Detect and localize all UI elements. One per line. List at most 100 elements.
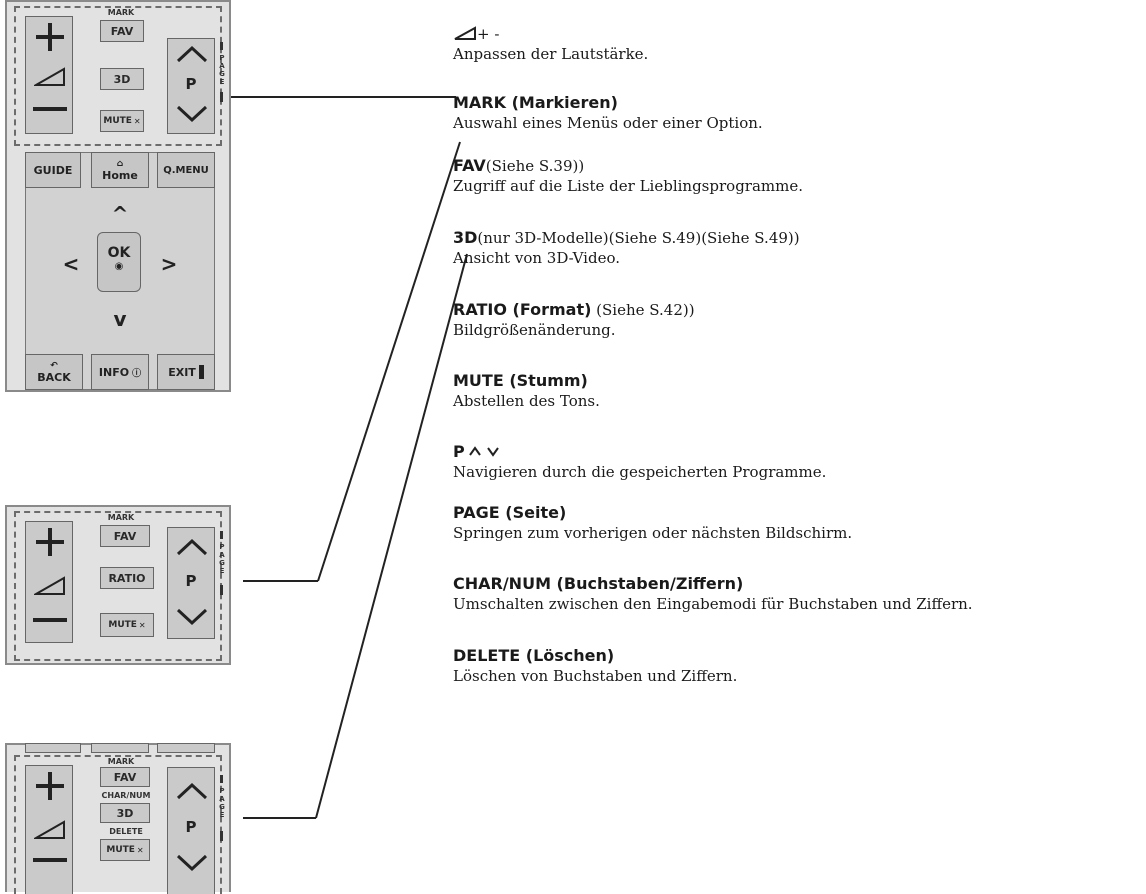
- program-button[interactable]: P: [167, 527, 215, 639]
- chevron-down-icon: [176, 854, 208, 872]
- 3d-button[interactable]: 3D: [100, 803, 150, 823]
- ok-label: OK: [107, 245, 131, 261]
- minus-icon: [33, 858, 67, 862]
- info-button[interactable]: INFO ⓘ: [91, 354, 149, 390]
- ratio-page-ref: (Siehe S.42)): [591, 301, 695, 319]
- program-description: Navigieren durch die gespeicherten Progr…: [453, 463, 827, 481]
- description-page: PAGE (Seite) Springen zum vorherigen ode…: [453, 503, 852, 543]
- page-bar-top: [220, 42, 223, 50]
- volume-button[interactable]: [25, 765, 73, 894]
- qmenu-button[interactable]: Q.MENU: [157, 152, 215, 188]
- home-icon: ⌂: [116, 159, 124, 169]
- exit-icon: [198, 365, 204, 379]
- mute-label: MUTE: [103, 116, 132, 126]
- exit-label: EXIT: [168, 365, 196, 379]
- mark-label: MARK: [107, 757, 135, 766]
- volume-wedge-icon: [34, 820, 65, 839]
- down-arrow-button[interactable]: v: [113, 307, 127, 331]
- mute-button[interactable]: MUTE ✕: [100, 613, 154, 637]
- highlight-box-bottom: [14, 755, 222, 894]
- home-label: Home: [102, 169, 138, 182]
- minus-icon: [33, 107, 67, 111]
- volume-button[interactable]: [25, 521, 73, 643]
- volume-wedge-icon: [34, 576, 65, 595]
- page-heading: PAGE (Seite): [453, 503, 567, 522]
- mute-icon: ✕: [133, 116, 141, 126]
- delete-heading: DELETE (Löschen): [453, 646, 615, 665]
- home-button[interactable]: ⌂ Home: [91, 152, 149, 188]
- partial-button-right: [157, 743, 215, 753]
- info-label: INFO: [98, 365, 130, 379]
- mute-icon: ✕: [138, 620, 146, 630]
- page-label: PAGE: [219, 54, 225, 86]
- right-arrow-button[interactable]: >: [160, 252, 178, 276]
- chevron-up-icon: [176, 45, 208, 63]
- mute-label: MUTE: [106, 845, 135, 855]
- partial-button-left: [25, 743, 81, 753]
- connector-line-middle-d: [317, 141, 461, 582]
- plus-icon: [32, 768, 68, 804]
- volume-description: Anpassen der Lautstärke.: [453, 45, 649, 63]
- program-letter: P: [185, 818, 197, 836]
- mark-label: MARK: [107, 513, 135, 522]
- description-program: P Navigieren durch die gespeicherten Pro…: [453, 442, 826, 482]
- back-button[interactable]: ↶ BACK: [25, 354, 83, 390]
- fav-button[interactable]: FAV: [100, 767, 150, 787]
- page-bar-top: [220, 531, 223, 539]
- fav-description: Zugriff auf die Liste der Lieblingsprogr…: [453, 177, 803, 195]
- remote-control-bottom: MARK FAV CHAR/NUM 3D DELETE MUTE ✕ P PAG…: [5, 743, 231, 894]
- highlight-box-top: [14, 6, 222, 146]
- description-volume: + - Anpassen der Lautstärke.: [453, 24, 648, 64]
- delete-label: DELETE: [109, 827, 143, 836]
- description-mute: MUTE (Stumm) Abstellen des Tons.: [453, 371, 600, 411]
- chevron-up-icon: [176, 538, 208, 556]
- volume-button[interactable]: [25, 16, 73, 134]
- page-label: PAGE: [219, 787, 225, 819]
- program-heading: P: [453, 442, 826, 462]
- charnum-label: CHAR/NUM: [101, 791, 151, 800]
- ratio-description: Bildgrößenänderung.: [453, 321, 616, 339]
- exit-button[interactable]: EXIT: [157, 354, 215, 390]
- description-ratio: RATIO (Format) (Siehe S.42)) Bildgrößenä…: [453, 300, 695, 340]
- 3d-heading: 3D(nur 3D-Modelle)(Siehe S.49)(Siehe S.4…: [453, 228, 800, 247]
- page-description: Springen zum vorherigen oder nächsten Bi…: [453, 524, 853, 542]
- mark-heading: MARK (Markieren): [453, 93, 618, 112]
- page-bar-top: [220, 775, 223, 783]
- program-button[interactable]: P: [167, 767, 215, 894]
- back-label: BACK: [37, 371, 71, 384]
- left-arrow-button[interactable]: <: [62, 252, 80, 276]
- volume-wedge-icon: [34, 67, 65, 86]
- connector-line-bottom-d: [315, 253, 468, 819]
- info-icon: ⓘ: [132, 368, 142, 379]
- mute-button[interactable]: MUTE ✕: [100, 839, 150, 861]
- mute-heading: MUTE (Stumm): [453, 371, 588, 390]
- mark-label: MARK: [107, 8, 135, 17]
- fav-button[interactable]: FAV: [100, 20, 144, 42]
- fav-heading: FAV(Siehe S.39)): [453, 156, 585, 175]
- program-chevrons-icon: [468, 446, 499, 457]
- plus-icon: [32, 524, 68, 560]
- charnum-heading: CHAR/NUM (Buchstaben/Ziffern): [453, 574, 744, 593]
- charnum-description: Umschalten zwischen den Eingabemodi für …: [453, 595, 973, 613]
- description-fav: FAV(Siehe S.39)) Zugriff auf die Liste d…: [453, 156, 803, 196]
- partial-button-center: [91, 743, 149, 753]
- ok-dot-icon: ◉: [114, 261, 124, 272]
- program-letter: P: [185, 572, 197, 590]
- ratio-heading: RATIO (Format) (Siehe S.42)): [453, 300, 695, 319]
- guide-button[interactable]: GUIDE: [25, 152, 81, 188]
- volume-wedge-icon: [454, 26, 476, 40]
- ok-button[interactable]: OK ◉: [97, 232, 141, 292]
- back-icon: ↶: [50, 361, 58, 371]
- ratio-button[interactable]: RATIO: [100, 567, 154, 589]
- program-button[interactable]: P: [167, 38, 215, 134]
- mark-description: Auswahl eines Menüs oder einer Option.: [453, 114, 763, 132]
- page-label: PAGE: [219, 543, 225, 575]
- mute-label: MUTE: [108, 620, 137, 630]
- 3d-button[interactable]: 3D: [100, 68, 144, 90]
- mute-description: Abstellen des Tons.: [453, 392, 600, 410]
- fav-button[interactable]: FAV: [100, 525, 150, 547]
- 3d-page-ref: (nur 3D-Modelle)(Siehe S.49)(Siehe S.49)…: [477, 229, 800, 247]
- up-arrow-button[interactable]: ^: [111, 202, 129, 226]
- mute-button[interactable]: MUTE ✕: [100, 110, 144, 132]
- description-delete: DELETE (Löschen) Löschen von Buchstaben …: [453, 646, 737, 686]
